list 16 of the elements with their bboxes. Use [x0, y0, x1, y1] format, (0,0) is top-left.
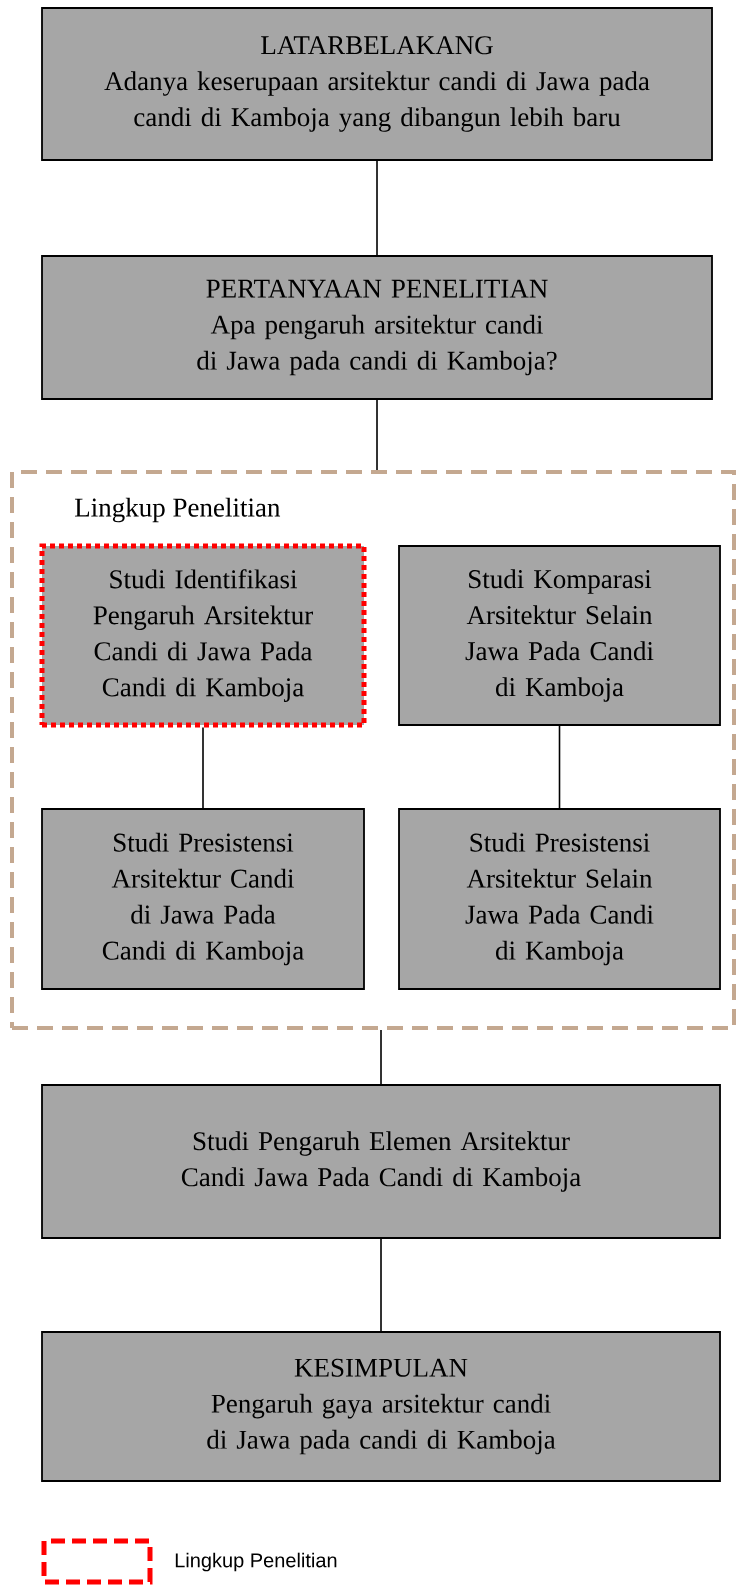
connector-line: [558, 725, 561, 809]
process-box: Studi Presistensi Arsitektur Candi di Jawa Pada Candi di Kamboja: [41, 808, 365, 990]
process-box: Studi Komparasi Arsitektur Selain Jawa Pada Candi di Kamboja: [398, 545, 721, 726]
legend-text: Lingkup Penelitian: [175, 1552, 337, 1572]
process-box: KESIMPULAN Pengaruh gaya arsitektur candi di Jawa pada candi di Kamboja: [41, 1331, 721, 1482]
connector-line: [376, 399, 378, 471]
process-box: LATARBELAKANG Adanya keserupaan arsitektur candi di Jawa pada candi di Kamboja yang dibangun lebih baru: [41, 7, 713, 161]
highlighted-box: Studi Identifikasi Pengaruh Arsitektur Candi di Jawa Pada Candi di Kamboja: [39, 543, 367, 728]
region-heading: Lingkup Penelitian: [75, 497, 281, 523]
process-box: Studi Presistensi Arsitektur Selain Jawa Pada Candi di Kamboja: [398, 808, 721, 990]
connector-line: [380, 1238, 382, 1332]
connector-line: [380, 1029, 382, 1085]
connector-line: [376, 160, 378, 256]
connector-line: [202, 726, 204, 809]
process-box: PERTANYAAN PENELITIAN Apa pengaruh arsitektur candi di Jawa pada candi di Kamboja?: [41, 255, 713, 400]
process-box: Studi Pengaruh Elemen Arsitektur Candi Jawa Pada Candi di Kamboja: [41, 1084, 721, 1239]
